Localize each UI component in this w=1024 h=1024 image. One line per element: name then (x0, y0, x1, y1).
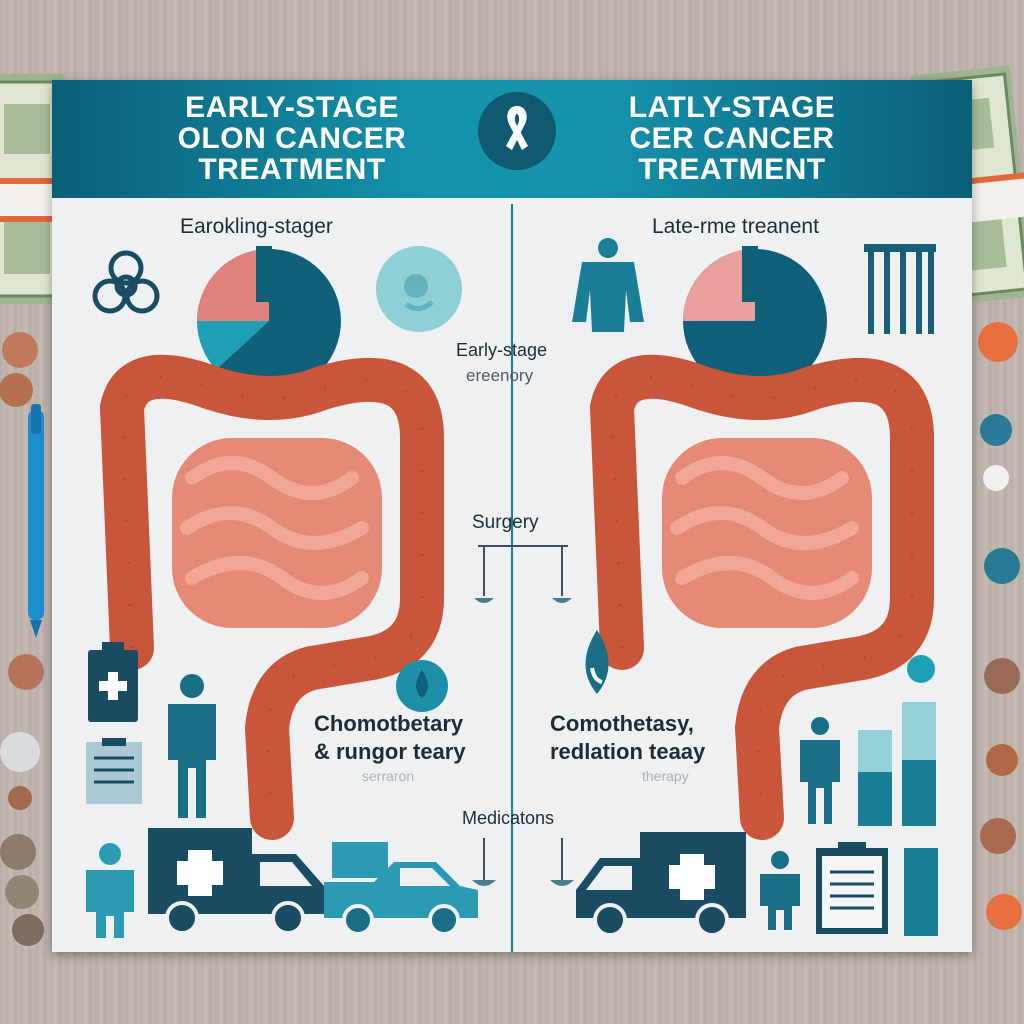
drop-icon (585, 630, 609, 694)
left-treatment-line: & rungor teary (314, 739, 466, 764)
right-treatment-line: Comothetasy, (550, 711, 694, 736)
pie-chart-icon (683, 246, 827, 393)
pen-icon (28, 404, 44, 638)
right-treatment-line: redlation teaay (550, 739, 706, 764)
title-banner: EARLY-STAGE OLON CANCER TREATMENT LATLY-… (52, 80, 972, 198)
center-divider (511, 204, 513, 952)
first-aid-kit-icon (88, 642, 138, 722)
left-subheading: Earokling-stager (180, 215, 333, 238)
left-title-line: TREATMENT (198, 153, 386, 186)
right-title-line: TREATMENT (638, 153, 826, 186)
scale-icon (474, 545, 572, 603)
person-icon (760, 851, 800, 930)
pie-chart-icon (197, 246, 341, 393)
ribbon-badge (478, 92, 556, 170)
right-subheading: Late-rme treanent (652, 215, 819, 238)
ambulance-icon (576, 832, 746, 937)
dot-icon (907, 655, 935, 683)
right-faint-label: therapy (642, 768, 689, 784)
left-title-line: EARLY-STAGE (185, 91, 399, 124)
drop-icon (396, 660, 448, 712)
left-faint-label: serraron (362, 768, 415, 784)
car-icon (324, 842, 478, 936)
colon-illustration-left (99, 354, 444, 840)
document-icon (904, 848, 938, 936)
center-stage-sub: ereenory (466, 366, 534, 385)
right-title-line: LATLY-STAGE (628, 91, 836, 124)
infographic-poster: EARLY-STAGE OLON CANCER TREATMENT LATLY-… (52, 80, 972, 952)
left-title: EARLY-STAGE OLON CANCER TREATMENT (112, 92, 472, 185)
gate-icon (864, 244, 936, 334)
biohazard-icon (92, 250, 160, 314)
person-icon (168, 674, 216, 818)
right-title-line: CER CANCER (629, 122, 835, 155)
person-icon (800, 717, 840, 824)
person-icon (86, 843, 134, 938)
scale-icon (472, 838, 574, 886)
medications-label: Medicatons (462, 808, 555, 828)
ambulance-icon (148, 828, 324, 935)
left-treatment-label: Chomotbetary & rungor teary (314, 710, 466, 766)
surgery-label: Surgery (472, 512, 539, 533)
colon-illustration-right (589, 354, 934, 840)
globe-icon (376, 246, 462, 332)
ribbon-icon (506, 106, 528, 150)
center-stage-label: Early-stage (456, 340, 548, 360)
right-title: LATLY-STAGE CER CANCER TREATMENT (552, 92, 912, 185)
right-treatment-label: Comothetasy, redlation teaay (550, 710, 705, 766)
clipboard-icon (816, 842, 888, 934)
jacket-icon (572, 238, 644, 332)
clipboard-icon (86, 738, 142, 804)
left-treatment-line: Chomotbetary (314, 711, 464, 736)
left-title-line: OLON CANCER (177, 122, 407, 155)
bar-chart-icon (858, 702, 936, 826)
